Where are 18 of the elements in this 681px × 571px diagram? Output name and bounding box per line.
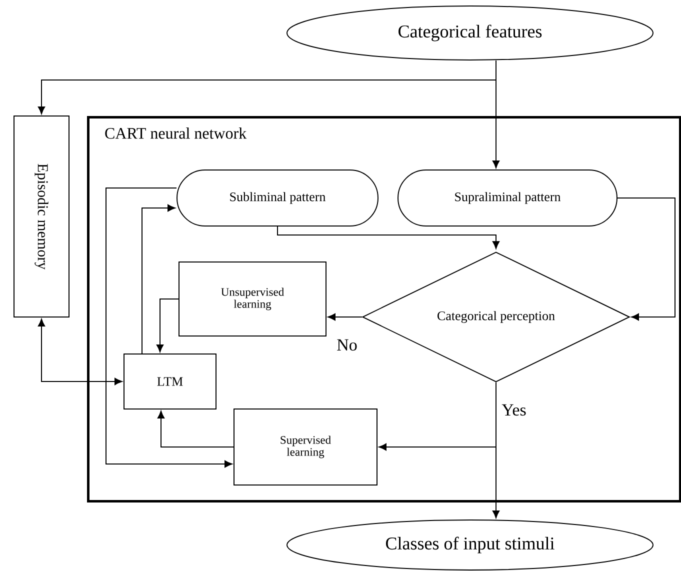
arrow — [277, 226, 500, 249]
pattern-box: Subliminal pattern — [176, 170, 378, 226]
arrow — [492, 382, 500, 518]
edge-label: Yes — [500, 403, 528, 417]
arrow — [492, 60, 500, 168]
arrow — [617, 198, 676, 321]
arrow — [328, 313, 362, 321]
arrow — [157, 410, 234, 448]
process-box: Unsupervised learning — [178, 262, 326, 336]
process-box: LTM — [124, 354, 216, 410]
process-box: Supervised learning — [234, 408, 378, 486]
arrow — [142, 204, 176, 354]
arrow — [38, 318, 122, 386]
pattern-box: Supraliminal pattern — [398, 170, 618, 226]
memory-box: Episodic memory — [14, 116, 70, 318]
arrow — [156, 298, 179, 352]
arrow — [106, 188, 232, 468]
edge-label: No — [336, 338, 358, 352]
